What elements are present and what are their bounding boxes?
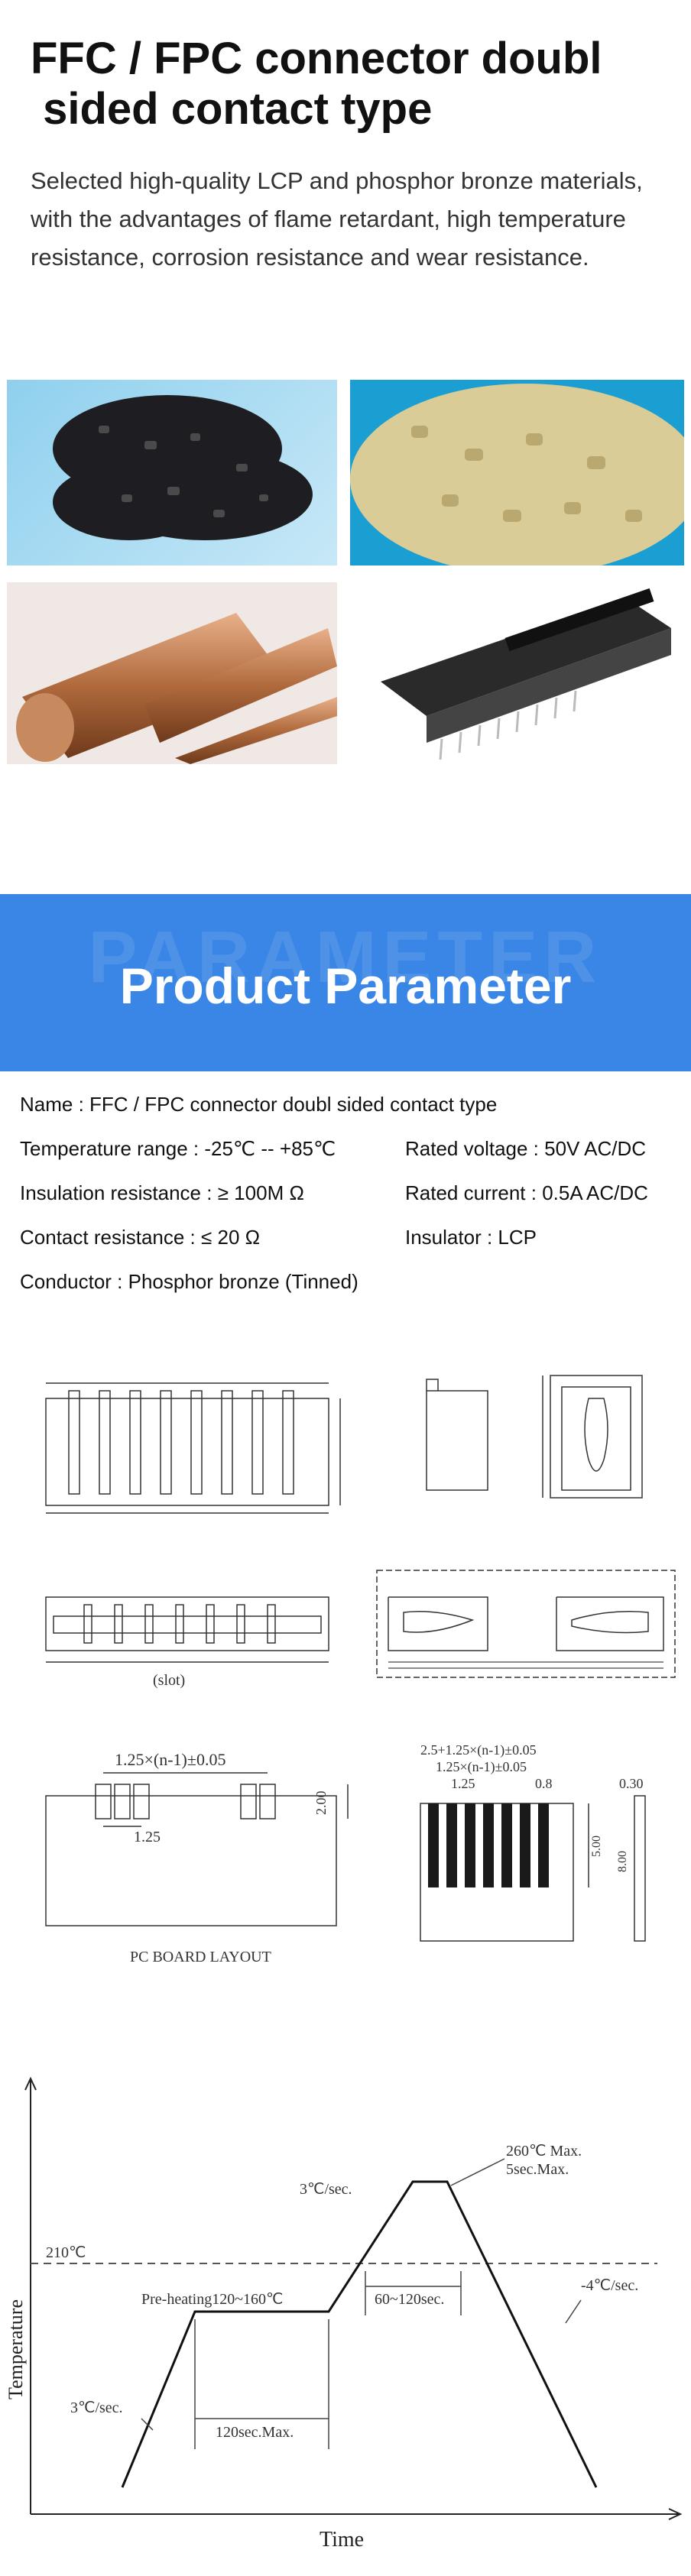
preheat-label: Pre-heating120~160℃	[141, 2291, 284, 2308]
spec-insulator: Insulator : LCP	[405, 1226, 537, 1249]
y-axis-arrow	[24, 2076, 37, 2091]
banner-watermark: PARAMETER	[88, 916, 603, 998]
pitch-formula-label: 1.25×(n-1)±0.05	[115, 1750, 226, 1769]
phosphor-bronze-rods-photo	[7, 582, 337, 764]
spec-contact-resistance: Contact resistance : ≤ 20 Ω	[20, 1226, 261, 1249]
peak-time-label: 5sec.Max.	[506, 2161, 569, 2178]
height-dimension-label: 2.00	[313, 1790, 329, 1816]
intro-text: Selected high-quality LCP and phosphor b…	[31, 167, 643, 271]
fpc-thickness-label: 0.30	[619, 1776, 644, 1791]
fpc-formula-label: 1.25×(n-1)±0.05	[436, 1759, 527, 1774]
connector-mating-section-drawing	[373, 1567, 679, 1681]
spec-insulation-resistance: Insulation resistance : ≥ 100M Ω	[20, 1181, 304, 1204]
spec-conductor: Conductor : Phosphor bronze (Tinned)	[20, 1270, 358, 1293]
page-title: FFC / FPC connector doubl sided contact …	[31, 34, 602, 134]
spec-rated-current: Rated current : 0.5A AC/DC	[405, 1181, 648, 1204]
peak-leader	[450, 2158, 505, 2186]
spec-temperature-range: Temperature range : -25℃ -- +85℃	[20, 1137, 336, 1160]
x-axis-arrow	[668, 2508, 683, 2520]
reflow-time-label: 60~120sec.	[375, 2291, 445, 2308]
slot-label: (slot)	[153, 1672, 186, 1689]
preheat-time-label: 120sec.Max.	[216, 2424, 294, 2441]
connector-top-view-slot-drawing: (slot)	[38, 1574, 344, 1696]
banner-title: Product Parameter	[119, 957, 572, 1014]
connector-cross-section-drawing	[535, 1360, 657, 1505]
fpc-length-1-label: 5.00	[590, 1836, 603, 1857]
black-lcp-pellets-photo	[7, 380, 337, 565]
reflow-profile-chart: Temperature Time 260℃ Max. 5sec.Max. 3℃/…	[0, 2071, 691, 2560]
pitch-label: 1.25	[134, 1829, 161, 1845]
fpc-gap-label: 0.8	[535, 1776, 553, 1791]
peak-temp-label: 260℃ Max.	[506, 2143, 582, 2160]
pc-board-layout-drawing: 1.25×(n-1)±0.05 1.25 2.00 PC BOARD LAYOU…	[38, 1750, 359, 1979]
ramp-up-rate-2-label: 3℃/sec.	[300, 2181, 352, 2198]
spec-rated-voltage: Rated voltage : 50V AC/DC	[405, 1137, 647, 1160]
fpc-pitch-label: 1.25	[451, 1776, 475, 1791]
fpc-total-width-label: 2.5+1.25×(n-1)±0.05	[420, 1742, 537, 1758]
y-axis-label: Temperature	[5, 2299, 27, 2399]
ramp-up-rate-1-label: 3℃/sec.	[70, 2399, 123, 2416]
reflow-curve	[121, 2180, 598, 2488]
connector-product-photo	[350, 582, 684, 764]
fpc-length-2-label: 8.00	[616, 1851, 629, 1872]
x-axis-label: Time	[320, 2528, 365, 2552]
yellow-lcp-pellets-photo	[350, 380, 684, 565]
connector-front-view-drawing	[38, 1360, 359, 1521]
fpc-dimensions-drawing: 2.5+1.25×(n-1)±0.05 1.25×(n-1)±0.05 1.25…	[413, 1742, 673, 1949]
ramp-down-leader	[565, 2299, 582, 2324]
threshold-temp-label: 210℃	[46, 2244, 86, 2261]
ramp-down-rate-label: -4℃/sec.	[581, 2277, 639, 2294]
spec-name: Name : FFC / FPC connector doubl sided c…	[20, 1093, 498, 1116]
connector-side-view-drawing	[419, 1375, 495, 1498]
pc-board-layout-caption: PC BOARD LAYOUT	[130, 1949, 271, 1965]
ramp-up-leader	[141, 2418, 154, 2431]
product-parameter-banner: PARAMETER Product Parameter	[0, 894, 691, 1071]
